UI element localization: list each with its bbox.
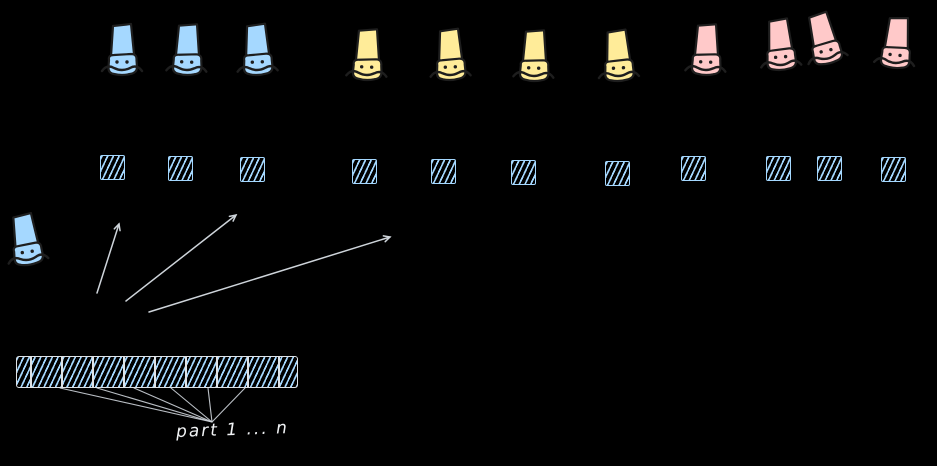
consumer-icon-pink-9 <box>756 16 804 81</box>
fan-line-group <box>59 387 246 423</box>
fan-line-4 <box>170 387 213 423</box>
partition-slot-11 <box>881 157 906 182</box>
partition-slot-1 <box>100 155 125 180</box>
fan-line-3 <box>133 387 213 423</box>
partition-divider-7 <box>216 357 218 387</box>
consumer-icon-pink-8 <box>683 21 729 84</box>
partition-slot-8 <box>681 156 706 181</box>
consumer-icon-blue-2 <box>164 21 210 84</box>
partition-caption: part 1 ... n <box>175 418 290 442</box>
partition-slot-7 <box>605 161 630 186</box>
consumer-icon-yellow-4 <box>344 26 390 89</box>
consumer-icon-blue-3 <box>234 21 280 84</box>
consumer-icon-yellow-7 <box>594 27 641 91</box>
fan-line-5 <box>207 387 213 423</box>
partition-slot-9 <box>766 156 791 181</box>
partition-slot-4 <box>352 159 377 184</box>
fan-line-1 <box>59 387 213 423</box>
partition-divider-9 <box>278 357 280 387</box>
producer-arrow-3 <box>148 235 392 313</box>
producer-icon <box>0 209 52 277</box>
producer-arrow-1 <box>96 222 121 294</box>
partition-slot-3 <box>240 157 265 182</box>
partition-slot-10 <box>817 156 842 181</box>
partition-slot-6 <box>511 160 536 185</box>
partition-slot-5 <box>431 159 456 184</box>
partition-divider-8 <box>247 357 249 387</box>
producer-arrow-2 <box>125 213 238 302</box>
consumer-icon-yellow-6 <box>511 27 557 90</box>
partition-divider-6 <box>185 357 187 387</box>
fan-line-6 <box>211 387 246 423</box>
partition-divider-2 <box>61 357 63 387</box>
partition-divider-3 <box>92 357 94 387</box>
consumer-icon-blue-1 <box>100 22 144 84</box>
arrow-group <box>96 213 392 313</box>
topic-bar <box>16 356 298 388</box>
fan-line-2 <box>96 387 213 423</box>
consumer-icon-pink-10 <box>796 7 853 77</box>
consumer-icon-pink-11 <box>871 13 921 79</box>
consumer-icon-yellow-5 <box>427 26 473 89</box>
partition-divider-4 <box>123 357 125 387</box>
partition-divider-1 <box>30 357 32 387</box>
partition-slot-2 <box>168 156 193 181</box>
partition-divider-5 <box>154 357 156 387</box>
